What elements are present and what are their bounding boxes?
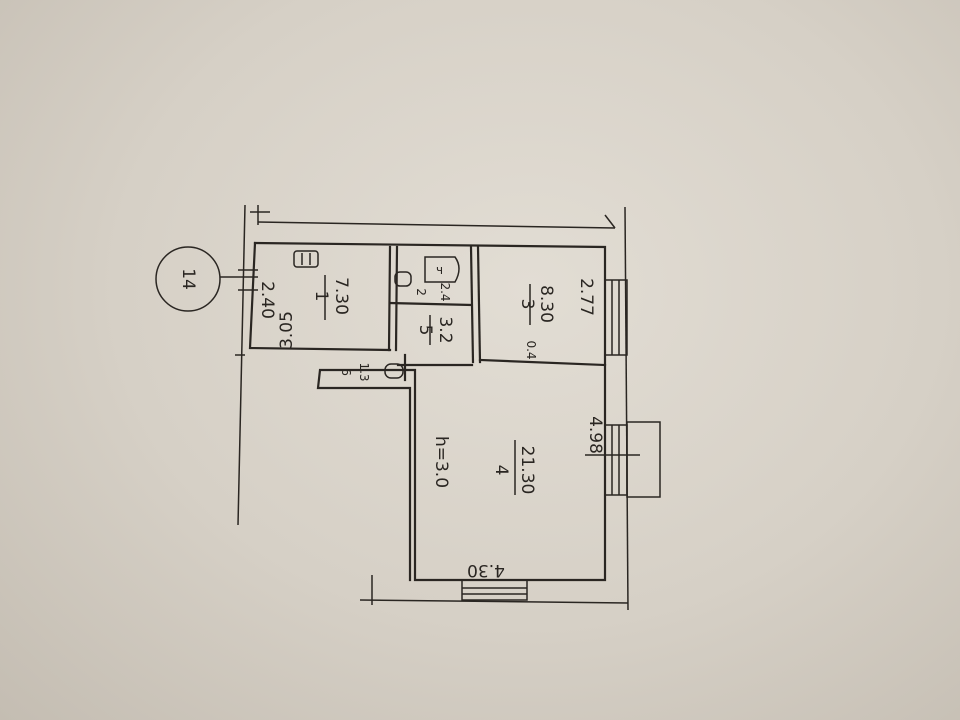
room-3-dim-a: 2.77 xyxy=(576,278,596,316)
windows xyxy=(238,269,661,601)
room-6-area: 1.3 xyxy=(357,362,371,381)
toilet-icon xyxy=(384,271,412,379)
room-1-dim-b: 3.05 xyxy=(277,311,297,349)
room-1-area: 7.30 xyxy=(331,277,351,315)
room-4-dim-b: 4.30 xyxy=(467,560,505,580)
room-5-number: 5 xyxy=(415,325,435,336)
room-1-number: 1 xyxy=(311,291,331,302)
room-3-area: 8.30 xyxy=(536,285,556,323)
room-4-number: 4 xyxy=(491,465,511,476)
room-1-dim-a: 2.40 xyxy=(257,281,277,319)
bathtub-icon: ч xyxy=(424,256,460,283)
room-4-area: 21.30 xyxy=(517,446,537,495)
room-4-dim-a: 4.98 xyxy=(585,416,605,454)
room-5-area: 3.2 xyxy=(435,316,455,343)
apartment-number: 14 xyxy=(178,268,198,290)
room-2-number: 2 xyxy=(414,288,428,296)
ceiling-height: h=3.0 xyxy=(431,436,451,488)
dimension-lines xyxy=(235,204,629,611)
room-labels: 2.40 1 7.30 3.05 2 2.4 5 3.2 6 1.3 3 8.3… xyxy=(257,275,605,580)
room-3-number: 3 xyxy=(517,299,537,310)
room-2-area: 2.4 xyxy=(438,282,452,301)
balcony xyxy=(626,421,661,498)
stove-icon xyxy=(293,250,319,268)
svg-text:ч: ч xyxy=(436,263,443,277)
walls xyxy=(248,241,607,582)
apartment-number-marker: 14 xyxy=(155,246,258,312)
room-3-dim-b: 0.4 xyxy=(524,340,538,359)
room-6-number: 6 xyxy=(339,368,353,376)
